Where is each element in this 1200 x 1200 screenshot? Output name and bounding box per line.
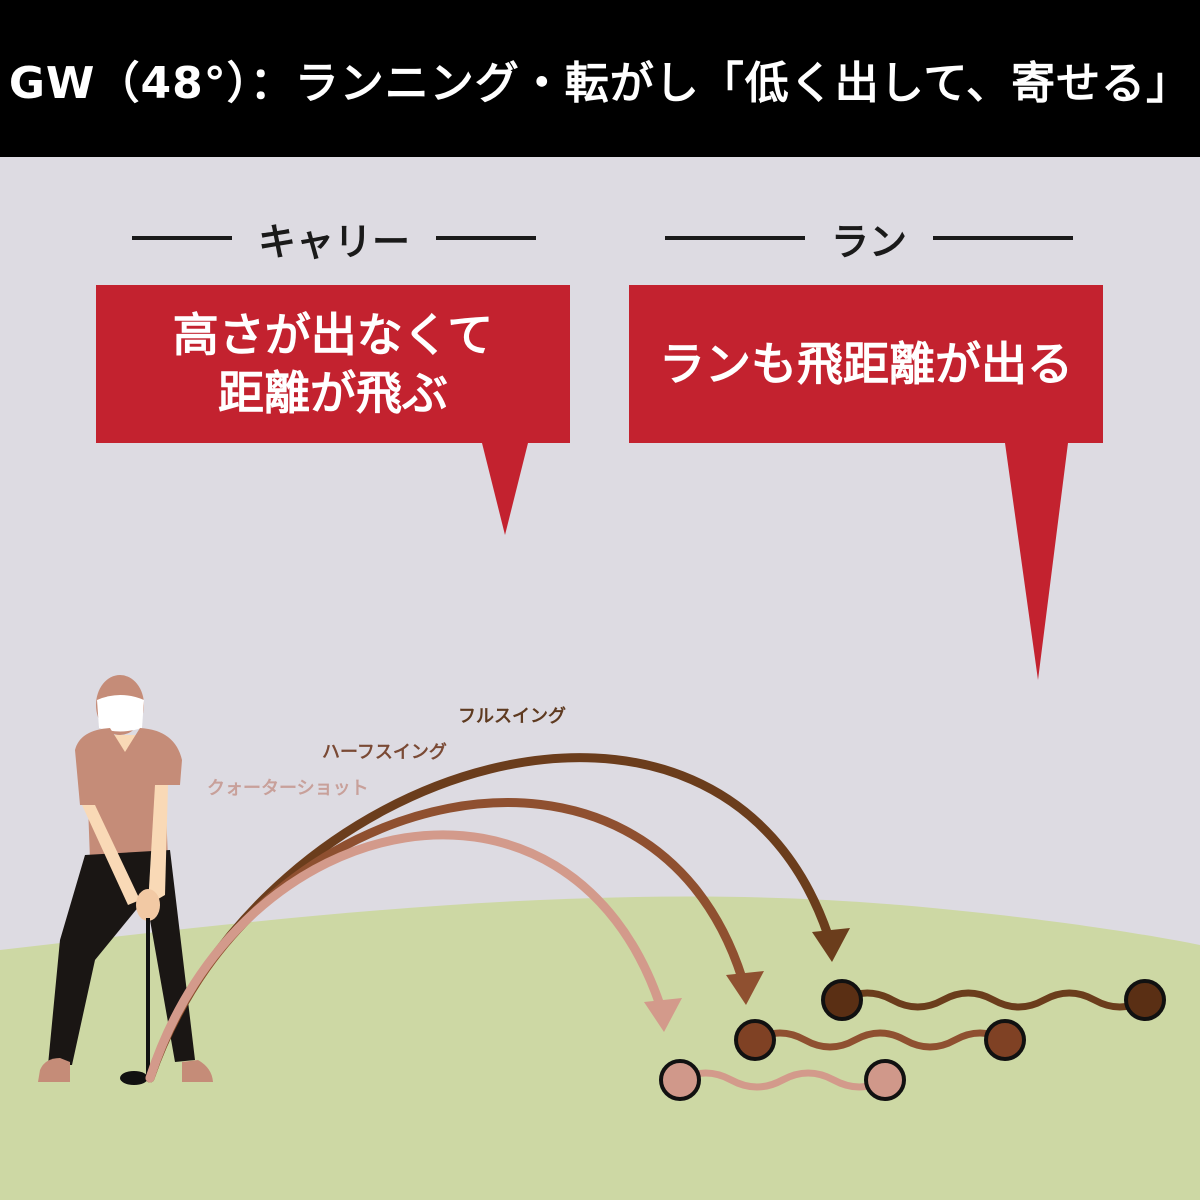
- quarter-shot-arrowhead-icon: [644, 998, 682, 1032]
- quarter-shot-ball-landing: [659, 1059, 701, 1101]
- carry-callout: 高さが出なくて 距離が飛ぶ: [96, 300, 570, 428]
- full-swing-label: フルスイング: [458, 706, 566, 727]
- divider: [436, 236, 537, 240]
- carry-callout-line1: 高さが出なくて: [172, 308, 494, 362]
- full-swing-ball-landing: [821, 979, 863, 1021]
- full-swing-roll-path: [840, 989, 1147, 1011]
- run-heading-text: ラン: [831, 219, 908, 264]
- page-title: GW（48°）：ランニング・転がし「低く出して、寄せる」: [0, 0, 1200, 157]
- half-swing-ball-landing: [734, 1019, 776, 1061]
- grass: [0, 896, 1200, 1200]
- divider: [665, 236, 805, 240]
- divider: [933, 236, 1074, 240]
- run-callout-text: ランも飛距離が出る: [659, 337, 1073, 391]
- half-swing-label: ハーフスイング: [322, 742, 447, 763]
- divider: [132, 236, 232, 240]
- run-heading: ラン: [665, 212, 1074, 264]
- carry-heading-text: キャリー: [258, 219, 411, 264]
- golfer-figure: [38, 675, 213, 1085]
- carry-callout-shape: [96, 285, 570, 535]
- full-swing-ball-end: [1124, 979, 1166, 1021]
- quarter-shot-ball-end: [864, 1059, 906, 1101]
- carry-callout-line2: 距離が飛ぶ: [218, 366, 448, 420]
- half-swing-arrowhead-icon: [726, 971, 764, 1005]
- half-swing-ball-end: [984, 1019, 1026, 1061]
- half-swing-roll-path: [753, 1029, 1007, 1051]
- run-callout: ランも飛距離が出る: [629, 300, 1103, 428]
- quarter-shot-trajectory: [145, 830, 665, 1083]
- carry-heading: キャリー: [132, 212, 537, 264]
- quarter-shot-roll-path: [678, 1069, 887, 1091]
- full-swing-arrowhead-icon: [812, 928, 850, 962]
- quarter-shot-label: クォーターショット: [207, 778, 369, 799]
- run-callout-shape: [629, 285, 1103, 680]
